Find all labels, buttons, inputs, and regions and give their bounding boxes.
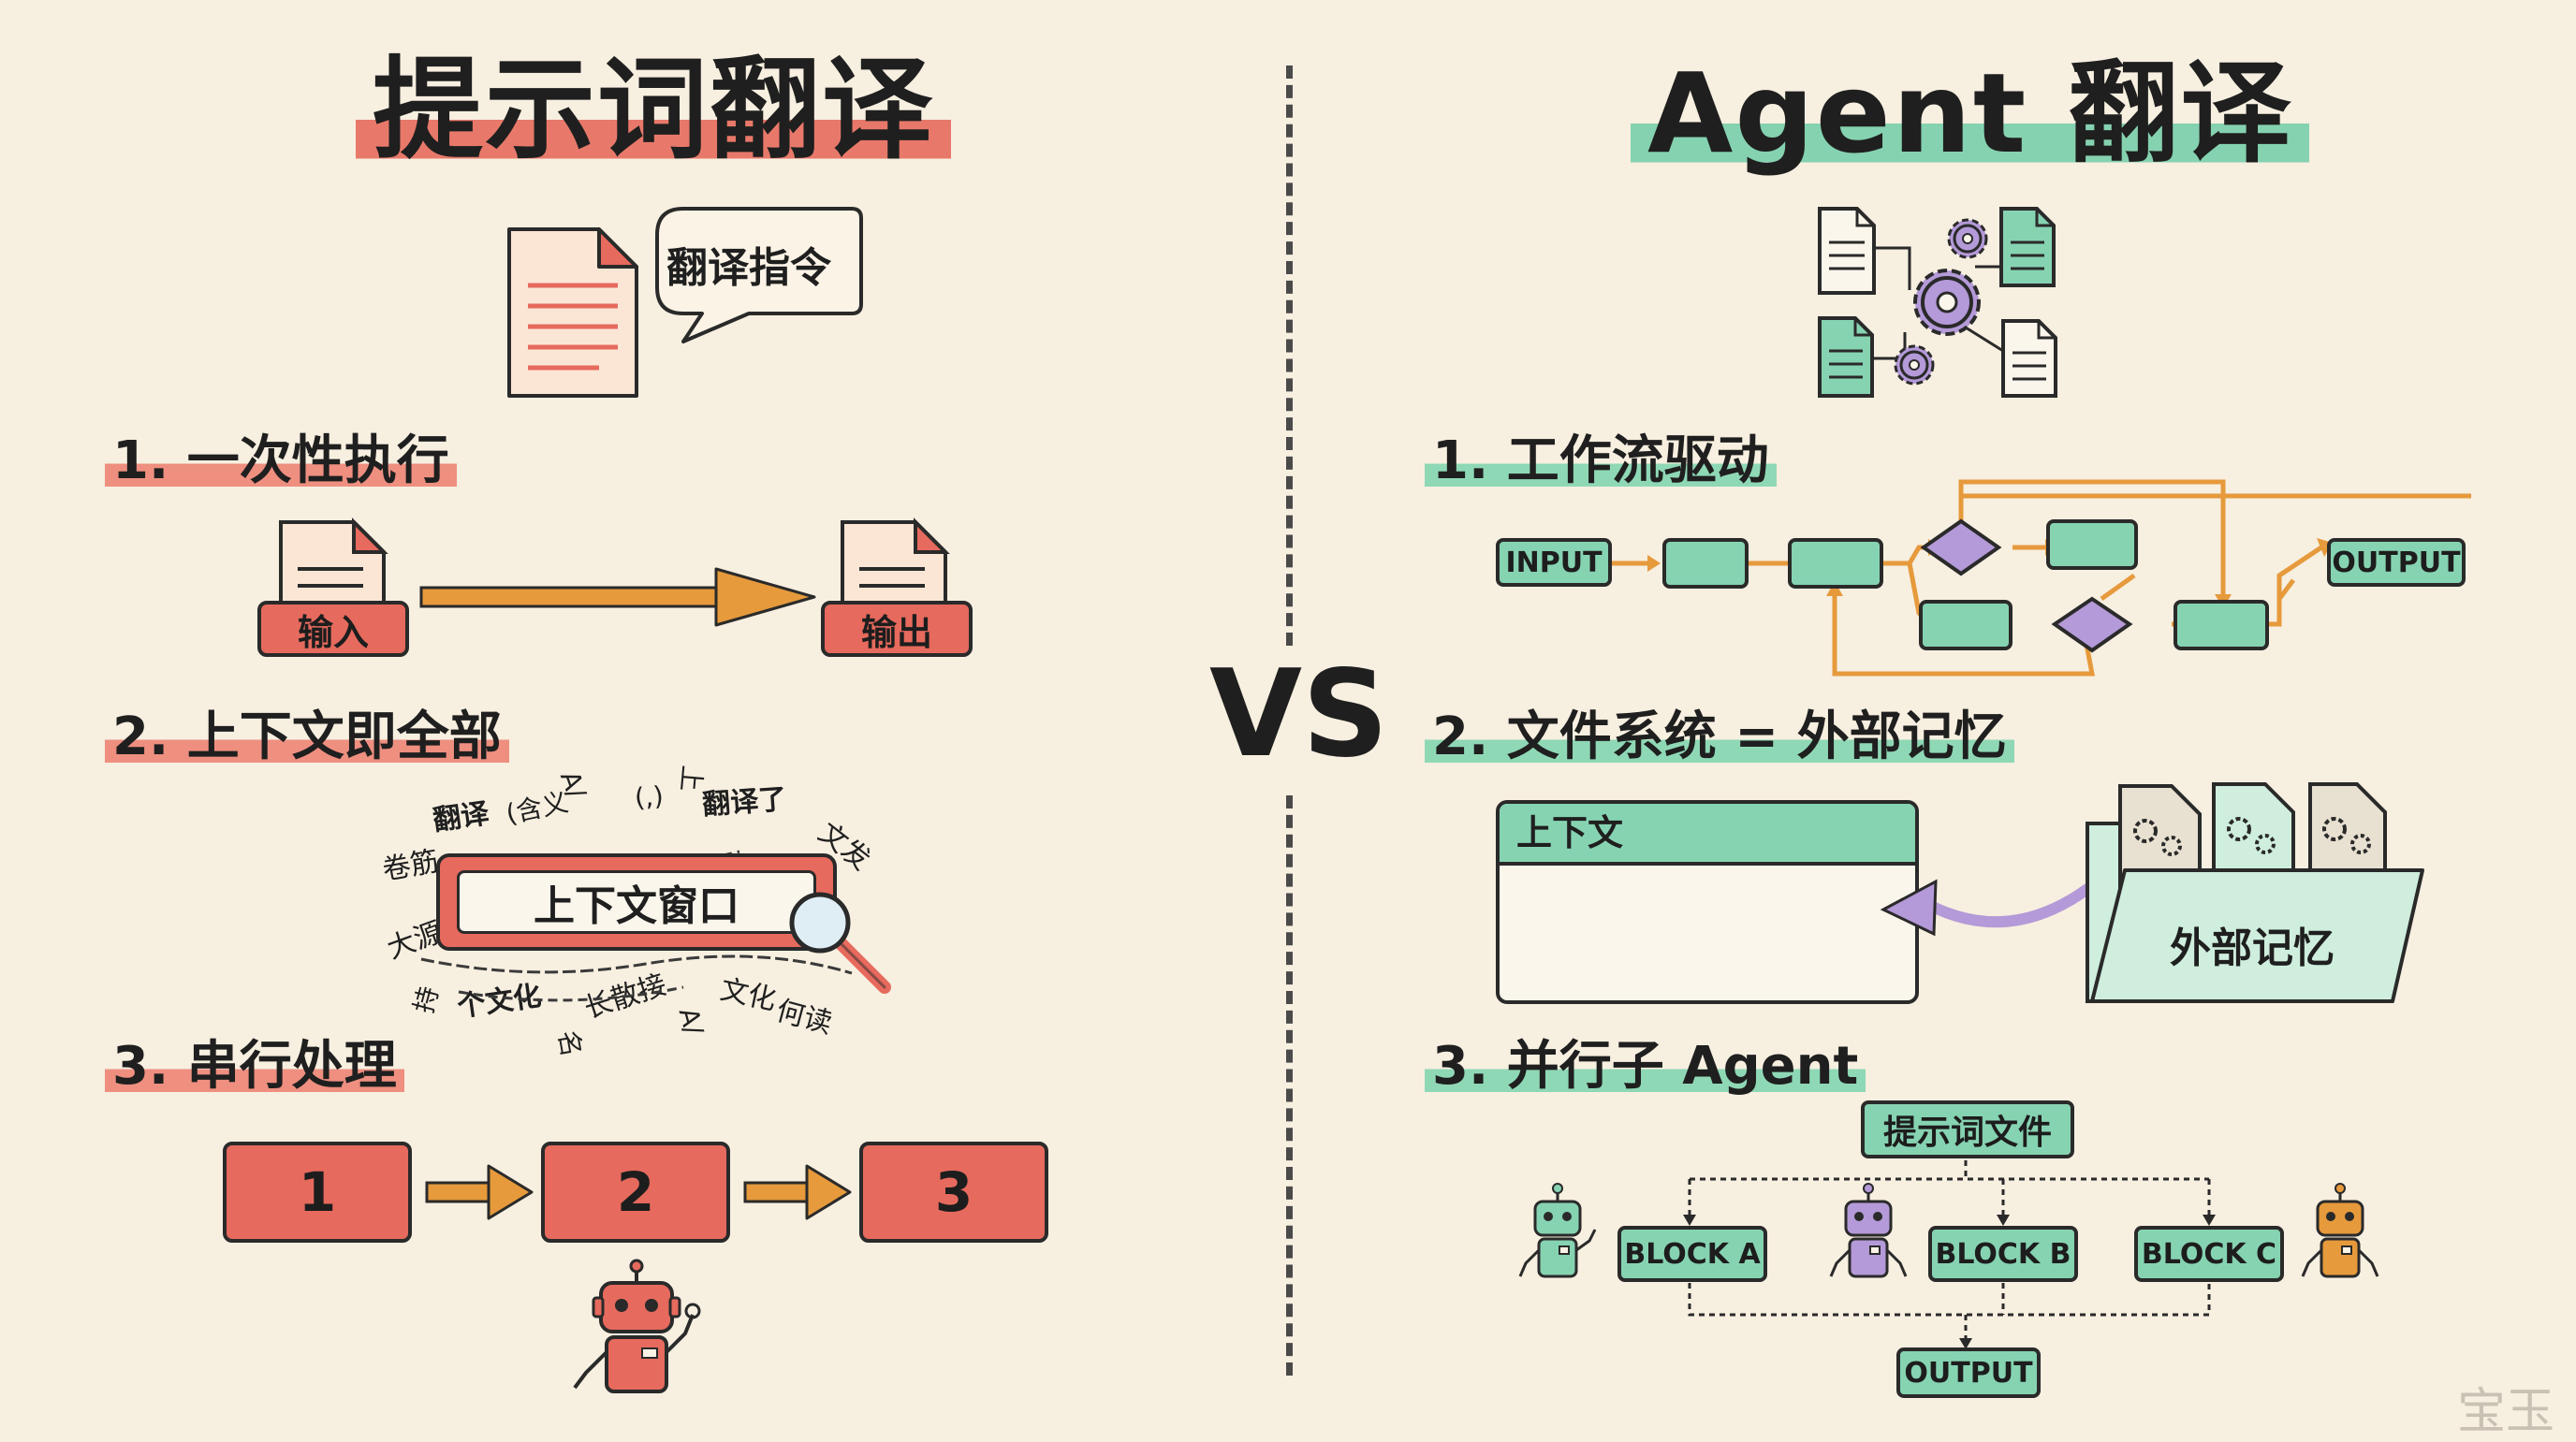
document-icon xyxy=(507,227,638,398)
scatter-word: 持 xyxy=(407,983,446,1017)
workflow-step xyxy=(1788,538,1883,589)
right-section-2-label: 2. 文件系统 = 外部记忆 xyxy=(1425,706,2014,767)
scatter-word: 上 xyxy=(674,764,709,794)
document-icon xyxy=(1999,207,2056,287)
scatter-word: (含义 xyxy=(503,786,571,830)
output-document-icon xyxy=(841,517,950,619)
parallel-agents-diagram xyxy=(1518,1160,2379,1349)
workflow-input: INPUT xyxy=(1496,538,1612,587)
external-memory-label: 外部记忆 xyxy=(2170,925,2334,972)
block-c-box: BLOCK C xyxy=(2134,1226,2284,1282)
arrow-icon xyxy=(419,567,816,627)
watermark: 宝玉 xyxy=(2457,1384,2555,1440)
arrow-icon xyxy=(425,1164,534,1220)
serial-arrows xyxy=(425,1164,852,1220)
gear-icon xyxy=(1913,269,1981,336)
output-label: 输出 xyxy=(821,601,973,657)
workflow-step xyxy=(2174,600,2269,650)
robot-icon xyxy=(1829,1183,1908,1278)
document-icon xyxy=(2001,319,2057,398)
block-a-box: BLOCK A xyxy=(1617,1226,1767,1282)
step-3-box: 3 xyxy=(859,1142,1048,1243)
context-panel-header: 上下文 xyxy=(1500,804,1915,866)
decision-diamond xyxy=(1920,518,2002,576)
right-section-3-label: 3. 并行子 Agent xyxy=(1425,1036,1866,1097)
gear-icon xyxy=(1894,344,1935,386)
workflow-output: OUTPUT xyxy=(2327,538,2466,587)
context-panel: 上下文 xyxy=(1496,800,1919,1004)
workflow-step xyxy=(2046,519,2138,570)
dashed-divider-bottom xyxy=(1286,795,1293,1376)
scatter-word: 名 xyxy=(551,1027,588,1059)
scatter-word: A/ xyxy=(672,1004,710,1039)
workflow-step xyxy=(1919,600,2012,650)
context-window-frame: 上下文窗口 xyxy=(436,853,837,951)
arrow-icon xyxy=(1911,883,2093,928)
step-1-box: 1 xyxy=(223,1142,412,1243)
prompt-file-box: 提示词文件 xyxy=(1861,1100,2074,1158)
prompt-illustration xyxy=(507,207,863,398)
robot-icon xyxy=(573,1259,701,1393)
left-section-2-label: 2. 上下文即全部 xyxy=(105,706,509,767)
left-section-3-label: 3. 串行处理 xyxy=(105,1036,404,1097)
agent-illustration xyxy=(1818,207,2057,398)
step-2-box: 2 xyxy=(541,1142,730,1243)
folder-icon xyxy=(2086,782,2424,1003)
scatter-word: A/ xyxy=(553,766,593,803)
one-shot-flow xyxy=(279,517,950,627)
arrow-icon xyxy=(743,1164,852,1220)
bubble-text: 翻译指令 xyxy=(666,244,831,292)
scatter-word: 翻译了 xyxy=(701,782,788,823)
parallel-output-box: OUTPUT xyxy=(1896,1347,2041,1398)
robot-icon xyxy=(2301,1183,2379,1278)
document-icon xyxy=(1818,207,1876,295)
input-label: 输入 xyxy=(257,601,409,657)
scatter-word: 文化 xyxy=(717,973,780,1017)
scatter-word: 个文化 xyxy=(455,979,544,1025)
scatter-word: (,) xyxy=(633,779,666,814)
context-window-label: 上下文窗口 xyxy=(457,870,816,934)
magnifier-icon xyxy=(789,892,891,994)
speech-bubble-icon xyxy=(655,207,863,343)
scatter-word: 卷筋 xyxy=(380,845,442,887)
scatter-word: 翻译 xyxy=(431,796,491,838)
external-memory-folder xyxy=(1880,782,2424,1003)
decision-diamond xyxy=(2051,596,2133,653)
right-title: Agent 翻译 xyxy=(1631,49,2310,178)
vs-label: VS xyxy=(1209,645,1389,784)
document-icon xyxy=(1818,316,1874,398)
workflow-diagram xyxy=(1610,479,2471,677)
right-section-1-label: 1. 工作流驱动 xyxy=(1425,430,1777,491)
robot-icon xyxy=(1518,1183,1597,1278)
scatter-word: 长散接 xyxy=(579,968,671,1026)
gear-icon xyxy=(1947,218,1988,259)
dashed-divider-top xyxy=(1286,66,1293,646)
left-section-1-label: 1. 一次性执行 xyxy=(105,430,457,491)
workflow-step xyxy=(1662,538,1749,589)
block-b-box: BLOCK B xyxy=(1928,1226,2078,1282)
left-title: 提示词翻译 xyxy=(356,45,952,174)
